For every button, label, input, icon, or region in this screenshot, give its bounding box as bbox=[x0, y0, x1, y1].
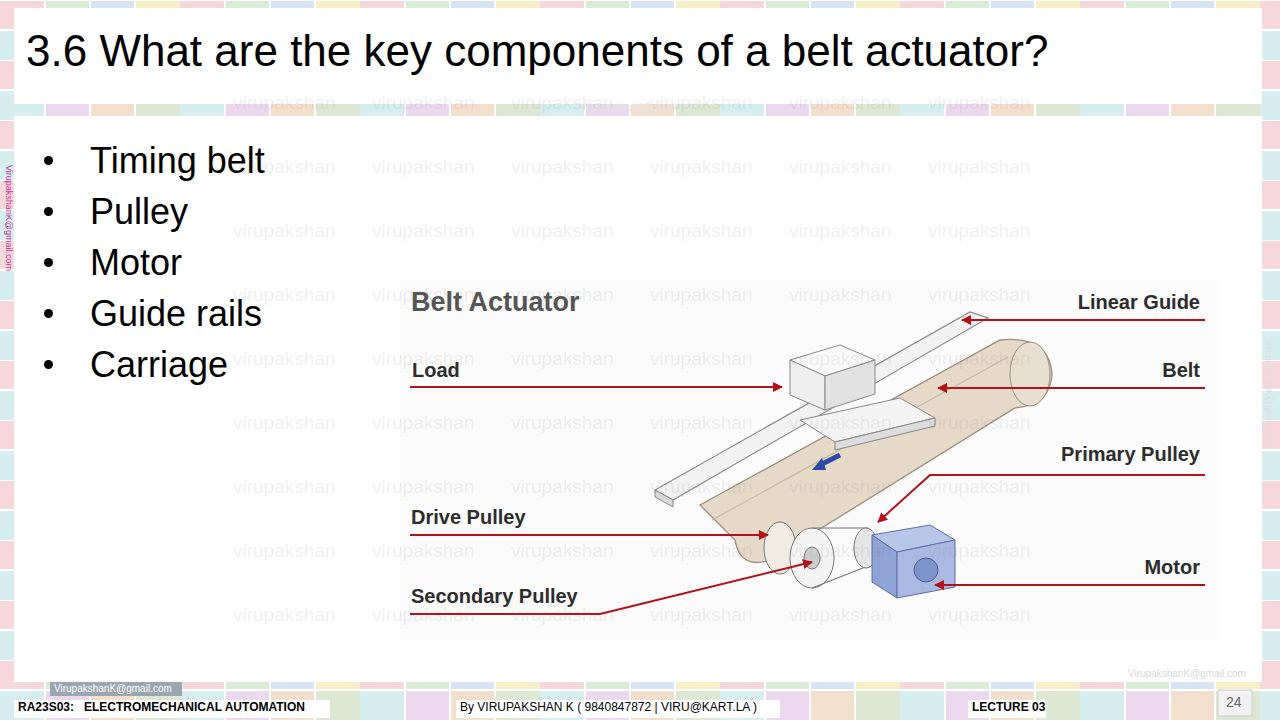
text-watermark: virupakshan bbox=[511, 220, 613, 242]
slide-title: 3.6 What are the key components of a bel… bbox=[26, 26, 1048, 77]
text-watermark: virupakshan bbox=[650, 220, 752, 242]
text-watermark: virupakshan bbox=[789, 92, 891, 114]
bullet-dot bbox=[44, 258, 53, 267]
bullet-item: Timing belt bbox=[90, 140, 265, 181]
text-watermark: virupakshan bbox=[372, 476, 474, 498]
text-watermark: virupakshan bbox=[650, 540, 752, 562]
text-watermark: virupakshan bbox=[233, 220, 335, 242]
text-watermark: virupakshan bbox=[650, 476, 752, 498]
text-watermark: virupakshan bbox=[650, 348, 752, 370]
text-watermark: virupakshan bbox=[372, 220, 474, 242]
text-watermark: virupakshan bbox=[928, 348, 1030, 370]
text-watermark: virupakshan bbox=[511, 540, 613, 562]
bullet-item: Pulley bbox=[90, 191, 188, 232]
text-watermark: virupakshan bbox=[372, 412, 474, 434]
part-label: Linear Guide bbox=[1078, 291, 1200, 314]
text-watermark: virupakshan bbox=[928, 92, 1030, 114]
text-watermark: virupakshan bbox=[233, 540, 335, 562]
text-watermark: virupakshan bbox=[650, 412, 752, 434]
bullet-dot bbox=[44, 207, 53, 216]
text-watermark: virupakshan bbox=[511, 156, 613, 178]
text-watermark: virupakshan bbox=[789, 604, 891, 626]
bullet-item: Guide rails bbox=[90, 293, 262, 334]
figure-title: Belt Actuator bbox=[411, 287, 580, 318]
text-watermark: virupakshan bbox=[511, 476, 613, 498]
text-watermark: virupakshan bbox=[928, 156, 1030, 178]
bullet-dot bbox=[44, 309, 53, 318]
text-watermark: virupakshan bbox=[789, 220, 891, 242]
bullet-dot bbox=[44, 360, 53, 369]
author-credit: By VIRUPAKSHAN K ( 9840847872 | VIRU@KAR… bbox=[460, 701, 757, 715]
bullet-item: Carriage bbox=[90, 344, 228, 385]
part-label: Secondary Pulley bbox=[411, 585, 578, 608]
text-watermark: virupakshan bbox=[511, 604, 613, 626]
text-watermark: virupakshan bbox=[928, 220, 1030, 242]
part-label: Drive Pulley bbox=[411, 506, 526, 529]
part-label: Motor bbox=[1144, 556, 1200, 579]
text-watermark: virupakshan bbox=[650, 604, 752, 626]
text-watermark: virupakshan bbox=[789, 156, 891, 178]
text-watermark: virupakshan bbox=[928, 476, 1030, 498]
text-watermark: virupakshan bbox=[789, 476, 891, 498]
bullet-dot bbox=[44, 156, 53, 165]
text-watermark: virupakshan bbox=[372, 604, 474, 626]
text-watermark: virupakshan bbox=[372, 92, 474, 114]
text-watermark: virupakshan bbox=[233, 604, 335, 626]
text-watermark: virupakshan bbox=[372, 156, 474, 178]
email-watermark: VirupakshanK@gmail.com bbox=[4, 165, 14, 271]
email-watermark: VirupakshanK@gmail.com bbox=[580, 102, 698, 114]
page-number: 24 bbox=[1226, 694, 1242, 710]
text-watermark: virupakshan bbox=[789, 284, 891, 306]
text-watermark: virupakshan bbox=[511, 348, 613, 370]
text-watermark: virupakshan bbox=[650, 284, 752, 306]
part-label: Primary Pulley bbox=[1061, 443, 1200, 466]
email-watermark: VirupakshanK@gmail.com bbox=[54, 683, 172, 695]
text-watermark: virupakshan bbox=[789, 412, 891, 434]
text-watermark: virupakshan bbox=[789, 540, 891, 562]
text-watermark: virupakshan bbox=[233, 476, 335, 498]
text-watermark: virupakshan bbox=[233, 92, 335, 114]
text-watermark: virupakshan bbox=[650, 156, 752, 178]
text-watermark: virupakshan bbox=[789, 348, 891, 370]
course-code: RA23S03: ELECTROMECHANICAL AUTOMATION bbox=[18, 701, 305, 715]
lecture-number: LECTURE 03 bbox=[972, 701, 1045, 715]
text-watermark: virupakshan bbox=[511, 412, 613, 434]
text-watermark: virupakshan bbox=[372, 540, 474, 562]
text-watermark: virupakshan bbox=[233, 348, 335, 370]
text-watermark: virupakshan bbox=[233, 412, 335, 434]
email-watermark: VirupakshanK@gmail.com bbox=[1128, 668, 1246, 680]
text-watermark: virupakshan bbox=[928, 284, 1030, 306]
text-watermark: virupakshan bbox=[928, 412, 1030, 434]
part-label: Load bbox=[412, 359, 460, 382]
text-watermark: virupakshan bbox=[928, 604, 1030, 626]
bullet-item: Motor bbox=[90, 242, 182, 283]
email-watermark: VirupakshanK@gmail.com bbox=[1264, 340, 1274, 446]
text-watermark: virupakshan bbox=[928, 540, 1030, 562]
part-label: Belt bbox=[1162, 359, 1200, 382]
